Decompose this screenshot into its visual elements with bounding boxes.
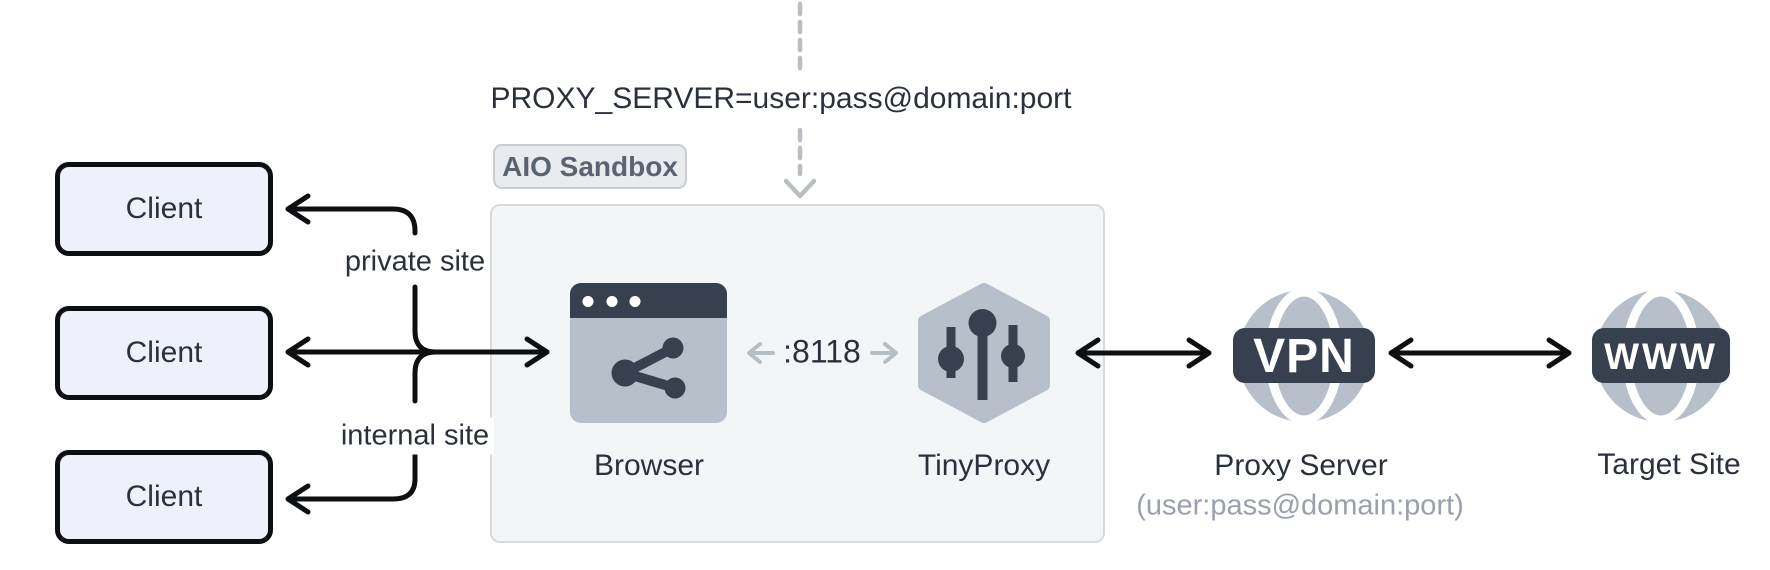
sliders-glyph xyxy=(938,309,1025,400)
proxy-server-label: Proxy Server xyxy=(1214,449,1388,482)
client-1-label: Client xyxy=(125,192,203,225)
arrow-to-client-1 xyxy=(285,193,418,236)
globe-vpn-icon: VPN xyxy=(1233,287,1375,425)
env-var-label: PROXY_SERVER=user:pass@domain:port xyxy=(482,82,1080,116)
port-8118-label: :8118 xyxy=(783,333,861,370)
internal-site-label: internal site xyxy=(335,417,495,455)
client-box-3: Client xyxy=(55,450,273,544)
sandbox-badge: AIO Sandbox xyxy=(493,144,687,189)
client-box-1: Client xyxy=(55,162,273,256)
arrow-to-client-3 xyxy=(285,451,418,515)
private-site-label: private site xyxy=(339,243,491,281)
proxy-credentials-label: (user:pass@domain:port) xyxy=(1136,489,1464,522)
client-2-label: Client xyxy=(125,336,203,369)
globe-www-icon: WWW xyxy=(1592,287,1730,425)
client-3-label: Client xyxy=(125,480,203,513)
www-badge xyxy=(1592,328,1730,383)
brace-upper-curve xyxy=(412,284,439,355)
tinyproxy-label: TinyProxy xyxy=(917,449,1051,482)
share-icon xyxy=(611,337,686,399)
browser-window-icon xyxy=(570,283,727,423)
client-box-2: Client xyxy=(55,306,273,400)
vpn-badge xyxy=(1233,328,1375,383)
arrow-proxyserver-targetsite xyxy=(1388,337,1572,369)
sliders-hexagon-icon xyxy=(918,283,1050,423)
brace-lower-curve xyxy=(412,349,439,404)
target-site-label: Target Site xyxy=(1597,448,1741,481)
browser-label: Browser xyxy=(593,449,705,482)
vpn-badge-text: VPN xyxy=(1253,330,1355,383)
www-badge-text: WWW xyxy=(1604,336,1718,377)
